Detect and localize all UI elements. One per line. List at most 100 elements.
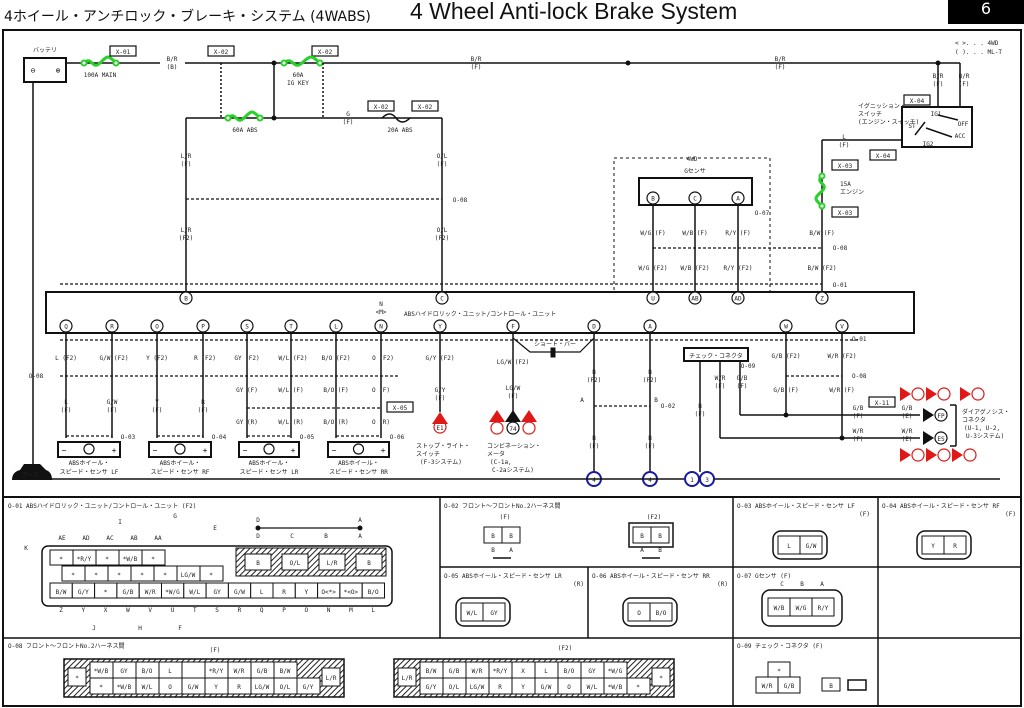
connector-ref: O-05 [300,434,315,441]
connector-ref: O-07 [755,210,770,217]
o08-f-cell-label: B/W [280,668,291,675]
wire-label: (F) [775,64,786,71]
connector-x02-label: X-02 [214,49,229,56]
switch-contact [937,114,959,121]
abs-unit-top-pin [646,291,660,305]
o08-f2-end-cell [397,667,417,687]
pin-letter: O [304,607,308,614]
meter-ref-label: 74 [509,426,517,433]
o08-f2-cell-label: G/Y [426,684,437,691]
sensor-coil-icon [352,443,365,455]
battery-negative-icon: ⊖ [31,66,36,75]
o03-cell-label: L [787,543,791,550]
abs-unit-top-pin-label: AB [691,296,699,303]
o06-cell-label: B/O [656,610,667,617]
o08-f-cell-label: O [168,684,172,691]
panel-sub: (F) [1005,511,1016,518]
connector-x02 [207,45,235,57]
connector-panels: O-01 ABSハイドロリック・ユニット/コントロール・ユニット (F2)O-0… [3,497,1021,706]
connector-x04 [903,94,931,106]
connector-ref: O-02 [661,403,676,410]
wire-label: O (F2) [372,355,394,362]
empty-ref [911,448,925,462]
o05-cell [482,602,506,622]
wire-label: W/R [853,428,864,435]
ground-ref-label: 4 [648,477,652,484]
sensor-plus: + [291,446,296,455]
fuse-label: エンジン [840,189,864,196]
connector-x01 [109,45,137,57]
wire-label: (F) [437,161,448,168]
empty-ref [937,448,951,462]
o08-f-cell-label: GY [120,668,128,675]
black-marker-arrow [505,410,521,422]
connector-x04-label: X-04 [910,98,925,105]
o08-f2-cell-label: W/R [472,668,483,675]
wire-label: B [592,435,596,442]
pin-letter: A [820,581,824,588]
wire-label: B/R [959,73,970,80]
legend-4wd: < >. . . 4WD [955,40,999,47]
check-connector-label: チェック・コネクタ [689,352,743,360]
pin-letter: L [371,607,375,614]
o02-cell-label: B [640,533,644,540]
wire-label: GY (F2) [234,355,259,362]
o01-cell-label: G/Y [78,589,89,596]
wire-label: Y (F2) [146,355,168,362]
abs-unit-label: ABSハイドロリック・ユニット/コントロール・ユニット [404,311,556,318]
o07-cell [811,597,835,617]
diag-ref [934,431,948,445]
wire-label: (E) [902,413,913,420]
wire-label: (F) [695,411,706,418]
wire-label: W/G (F) [640,230,665,237]
red-marker-arrow [432,412,448,424]
fuse-label: 60A [293,72,304,79]
stop-light-label: ストップ・ライト・ [416,443,470,450]
o01-cell-label: * [163,572,167,579]
abs-unit-bottom-pin-label: F [511,324,515,331]
o08-f-cell-label: G/B [257,668,268,675]
pin-letter: AD [82,535,90,542]
pin-letter: D [256,517,260,524]
o01-cell-label: * [94,572,98,579]
fuse-end [112,59,120,67]
abs-unit-bottom-pin-label: P [201,324,205,331]
o05-cell-label: GY [490,610,498,617]
wire-label: (F) [107,407,118,414]
pin-letter: AA [154,535,162,542]
connector-ref: O-01 [833,282,848,289]
o08-f-cell [181,661,206,679]
wire-label: W/R (F) [829,387,854,394]
o04-cell-label: Y [931,543,935,550]
o08-f2-cell-label: G/B [449,668,460,675]
page-title: 4 Wheel Anti-lock Brake System [410,0,738,24]
junction-dot [839,435,845,441]
o01-cell-label: *W/G [165,589,180,596]
o08-f2-cell-label: L/R [402,675,413,682]
o02-cell [650,526,670,544]
o08-f2-cell-label: G/W [541,684,552,691]
o08-f-cell-label: L/R [326,675,337,682]
callout-letter: J [92,625,96,632]
connector-x03 [831,159,859,171]
pin-letter: S [215,607,219,614]
abs-unit-bottom-pin-label: D [592,324,596,331]
connector-x02-label: X-02 [318,49,333,56]
fuse-end [224,114,232,122]
legend-ml-t: ( ). . . ML-T [955,49,1002,56]
pin-letter: Y [81,607,85,614]
red-marker-arrow [960,387,971,401]
o01-cell-label: * [151,556,155,563]
ground-icon [12,464,52,480]
o07-cell-label: R/Y [818,605,829,612]
connector-ref: O-08 [852,373,867,380]
pin-letter: Q [260,607,264,614]
pin-letter: P [282,607,286,614]
wire-label: B/O (F) [323,387,348,394]
connector-x03-label: X-03 [838,163,853,170]
switch-contact [914,121,926,136]
o08-f2-cell-label: *W/G [608,668,623,675]
battery-icon [23,57,67,83]
connector-ref: O-09 [741,363,756,370]
wire-label: (F) [715,383,726,390]
